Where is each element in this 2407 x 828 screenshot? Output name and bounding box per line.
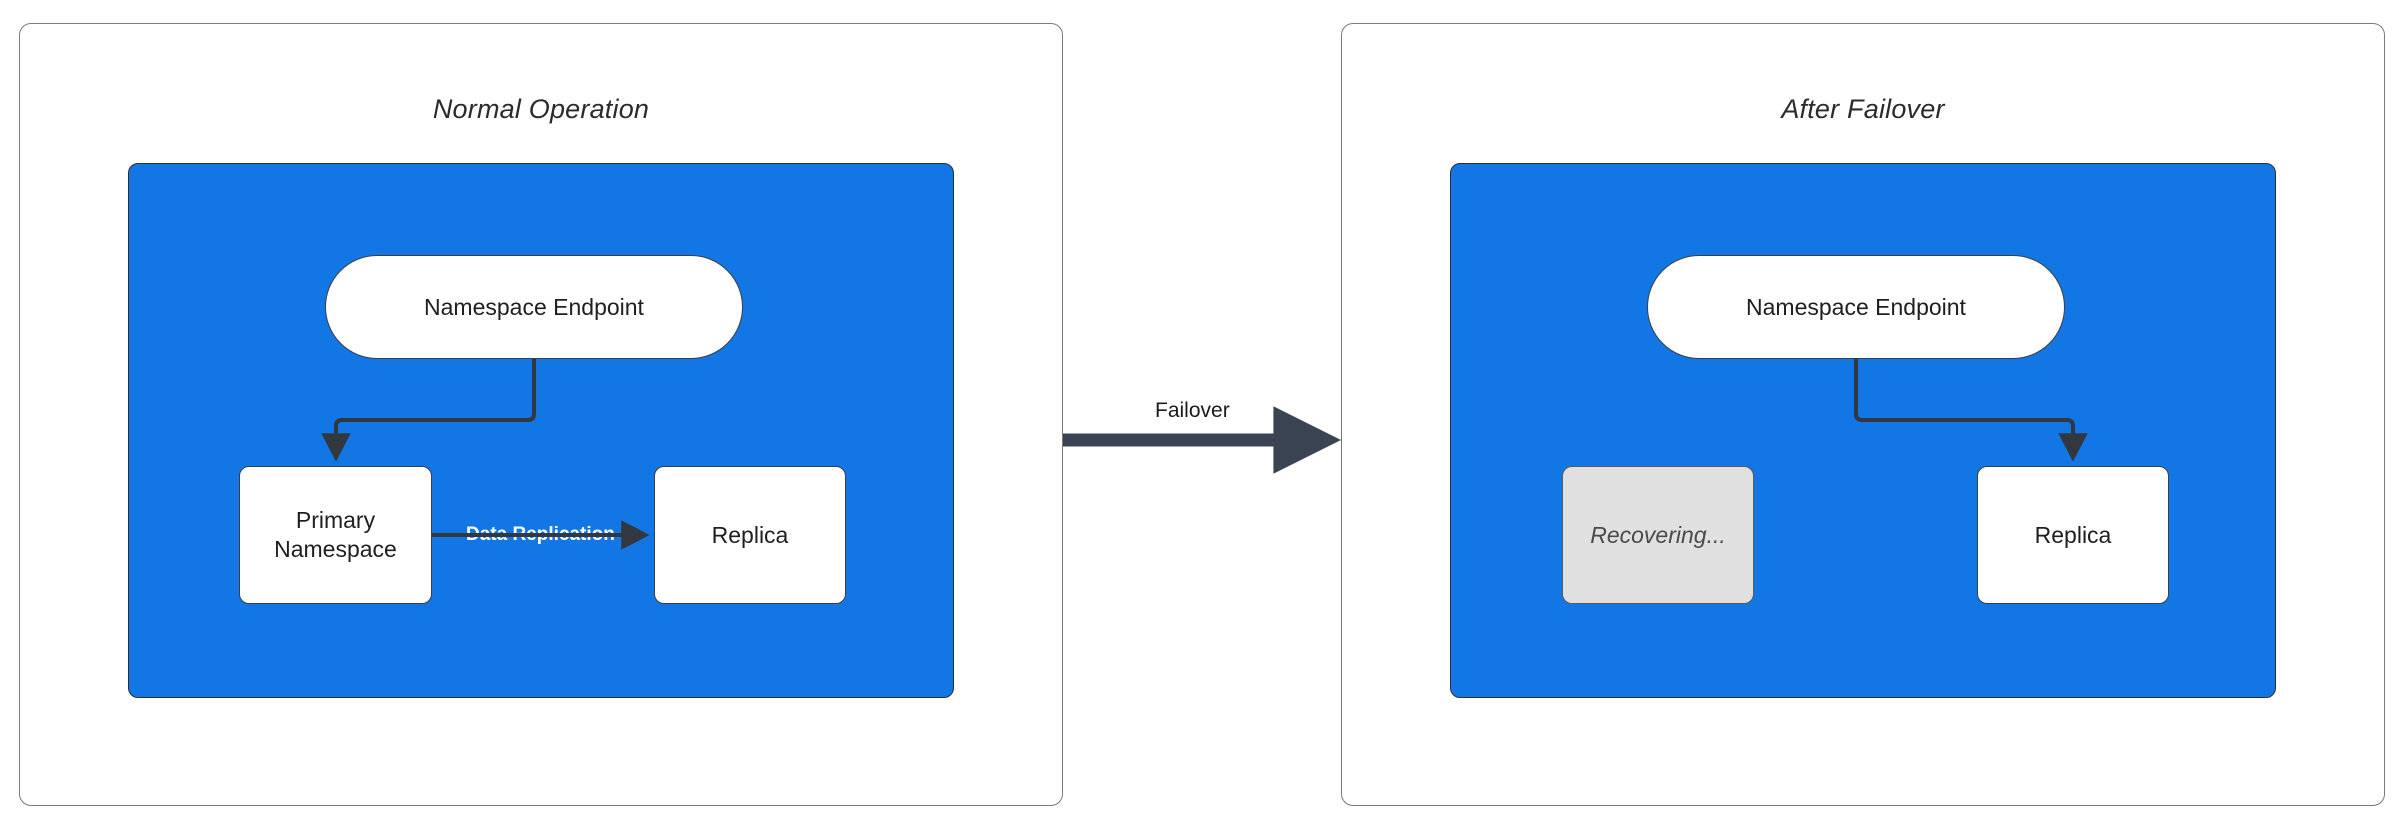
node-label: Namespace Endpoint [424, 293, 644, 320]
node-label: Replica [2034, 521, 2112, 548]
node-namespace-endpoint-right[interactable]: Namespace Endpoint [1647, 255, 2065, 359]
node-label: Primary Namespace [274, 506, 397, 564]
node-namespace-endpoint-left[interactable]: Namespace Endpoint [325, 255, 743, 359]
node-replica-right[interactable]: Replica [1977, 466, 2169, 604]
node-label: Recovering... [1590, 521, 1726, 548]
node-label: Replica [711, 521, 789, 548]
panel-title-normal-operation: Normal Operation [432, 94, 650, 124]
edge-label-failover: Failover [1155, 399, 1230, 422]
node-replica-left[interactable]: Replica [654, 466, 846, 604]
node-label-line1: Primary [295, 507, 376, 534]
blue-region-after-failover [1450, 163, 2276, 698]
node-label: Namespace Endpoint [1746, 293, 1966, 320]
edge-label-data-replication: Data Replication [466, 524, 615, 545]
node-recovering[interactable]: Recovering... [1562, 466, 1754, 604]
panel-title-after-failover: After Failover [1781, 94, 1945, 124]
node-primary-namespace[interactable]: Primary Namespace [239, 466, 432, 604]
node-label-line2: Namespace [274, 536, 397, 562]
blue-region-normal-operation [128, 163, 954, 698]
